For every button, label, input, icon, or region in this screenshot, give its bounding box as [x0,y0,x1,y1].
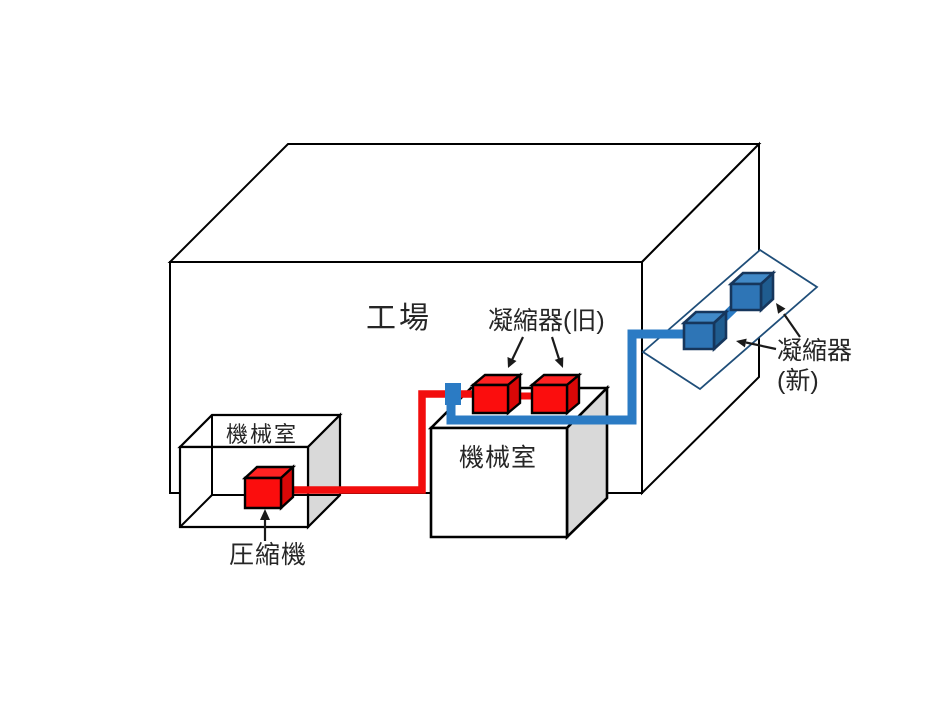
blue-junction-square [445,383,461,405]
old-condenser-arrow-left-head [507,357,517,368]
new-condenser-arrow-upper-head [776,303,786,314]
old-condenser-cube-1 [469,372,524,416]
new-condenser-arrow-lower-head [736,338,747,348]
old-condenser-arrow-left-line [511,336,524,361]
new-condenser-cube-1 [680,309,730,352]
new-condenser-arrow-lower [736,338,777,351]
machine-room-center-front-face [429,426,569,539]
machine-room-center: 機械室 [427,384,611,541]
new-condenser-arrow-lower-line [745,341,777,351]
old-condenser-cube-1-front [471,383,510,415]
new-condenser-arrow-upper-line [783,313,801,338]
factory-label: 工場 [366,302,432,335]
old-condenser-arrow-left [507,336,524,368]
new-condenser-cube-1-front [682,321,716,351]
new-condenser-cube-2-front [729,282,763,312]
compressor-cube [241,464,297,511]
machine-room-left-label: 機械室 [226,422,298,447]
new-condenser-arrow-upper [776,303,801,338]
compressor-arrow [260,509,270,541]
new-condenser-label-line1: 凝縮器 [777,337,852,365]
old-condenser-arrow-right-line [550,336,561,360]
machine-room-center-label: 機械室 [459,444,537,472]
old-condenser-cube-2 [528,372,583,416]
blue-pipe [446,329,685,425]
old-condenser-label: 凝縮器(旧) [488,307,605,335]
compressor-arrow-head [260,509,270,520]
compressor-label: 圧縮機 [229,541,307,569]
new-condenser-label-line2: (新) [777,367,819,395]
old-condenser-arrow-right-head [554,357,564,368]
new-condenser-cube-2 [727,270,777,313]
machine-room-left-hidden-edge-left-bottom [179,494,213,528]
old-condenser-arrow-right [550,336,564,368]
old-condenser-cube-2-front [530,383,569,415]
compressor-cube-front [243,476,283,510]
